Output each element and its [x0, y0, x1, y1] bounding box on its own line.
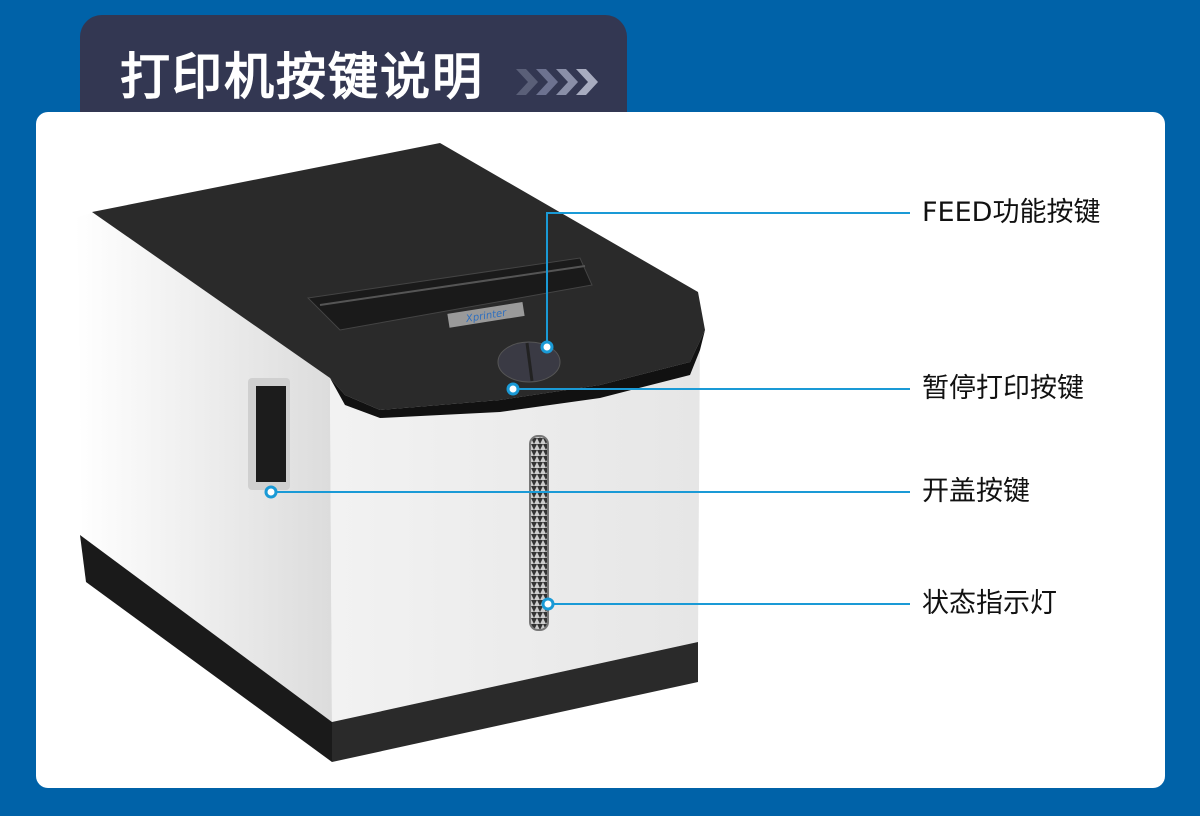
status-led-strip	[529, 435, 549, 631]
callout-label-feed: FEED功能按键	[922, 197, 1101, 228]
chevrons-icon	[516, 69, 598, 95]
callout-dot-feed	[540, 340, 554, 354]
callout-dot-led	[541, 597, 555, 611]
page-title: 打印机按键说明	[120, 48, 484, 106]
printer-base-side	[80, 535, 332, 762]
title-tab: 打印机按键说明	[80, 15, 627, 125]
callout-dot-cover	[264, 485, 278, 499]
logo-plate	[447, 301, 525, 328]
cover-open-slot-inner	[256, 386, 286, 482]
printer-front	[330, 330, 700, 722]
callout-dot-pause	[506, 382, 520, 396]
callout-lines	[271, 212, 910, 605]
callout-line-feed	[546, 212, 910, 347]
callout-label-pause: 暂停打印按键	[922, 373, 1084, 404]
printer-base-front	[332, 642, 698, 762]
callout-label-cover: 开盖按键	[922, 476, 1030, 507]
callout-label-led: 状态指示灯	[922, 588, 1057, 619]
button-divider	[525, 342, 534, 382]
printer: Xprinter	[75, 143, 705, 762]
printer-left-side	[75, 212, 332, 722]
paper-slot-edge	[319, 265, 586, 306]
printer-lid-edge	[330, 330, 705, 418]
